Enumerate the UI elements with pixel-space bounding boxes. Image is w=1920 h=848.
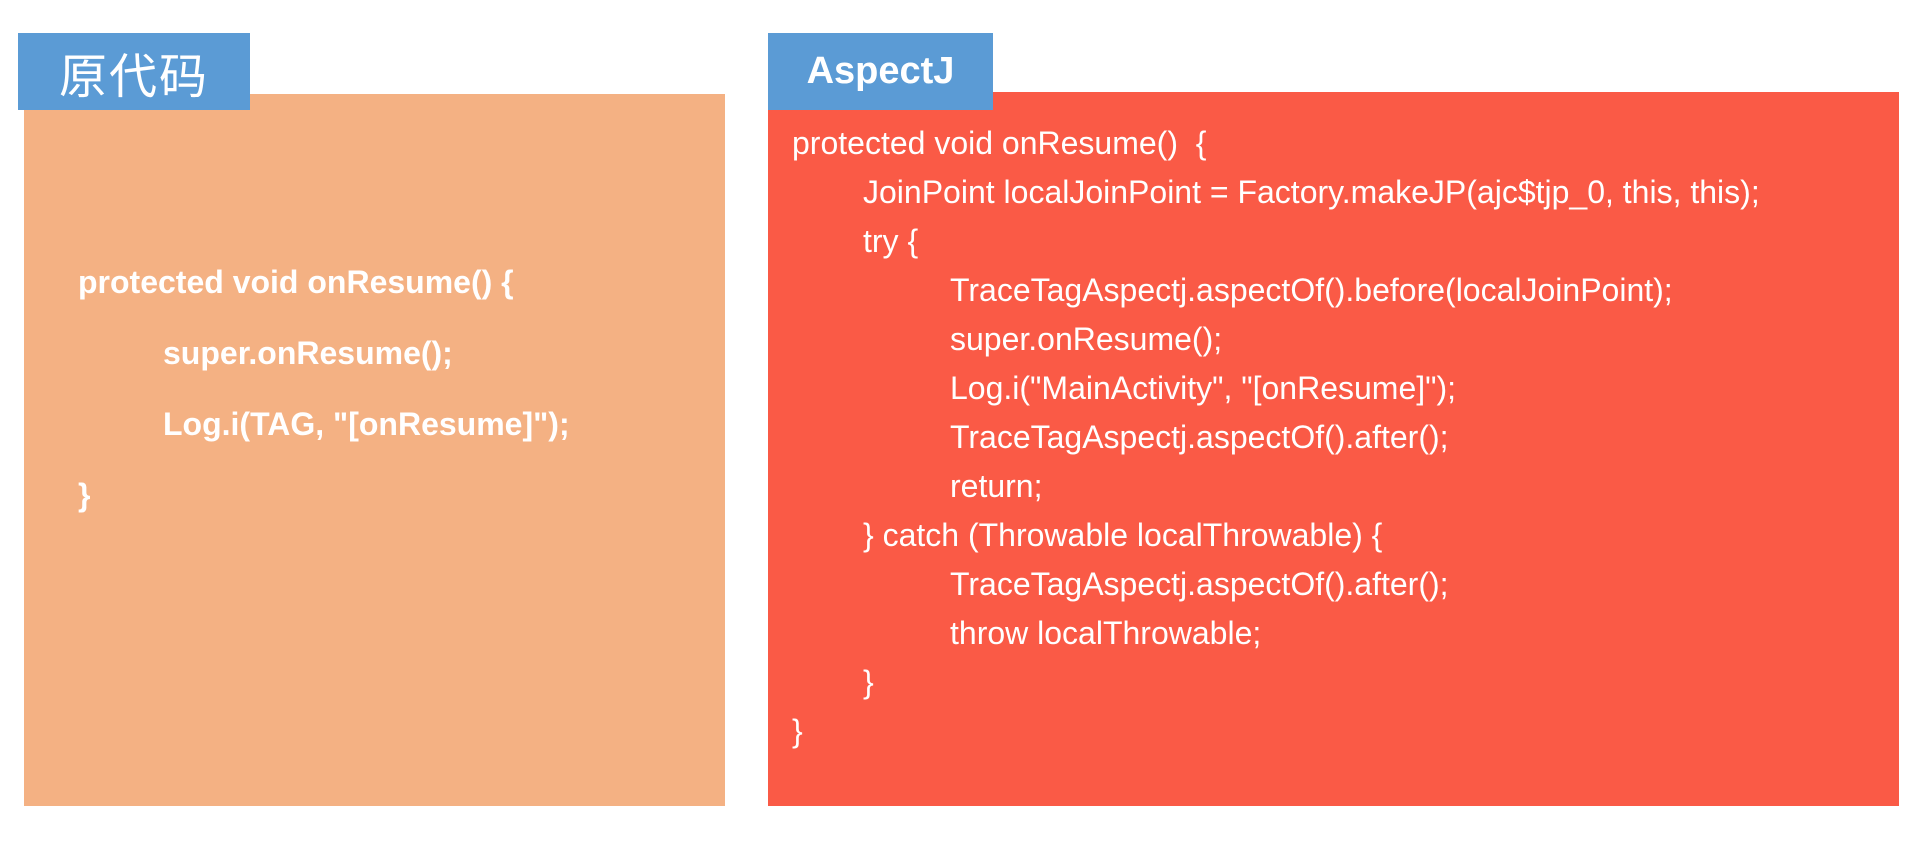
aspectj-code-line: TraceTagAspectj.aspectOf().after();: [950, 566, 1449, 602]
aspectj-code-block: protected void onResume() { JoinPoint lo…: [792, 119, 1760, 756]
aspectj-tag: AspectJ: [768, 33, 993, 110]
aspectj-code-line: TraceTagAspectj.aspectOf().before(localJ…: [950, 272, 1673, 308]
source-code-block: protected void onResume() { super.onResu…: [78, 247, 570, 531]
aspectj-code-line: super.onResume();: [950, 321, 1223, 357]
aspectj-code-line: throw localThrowable;: [950, 615, 1262, 651]
aspectj-code-line: Log.i("MainActivity", "[onResume]");: [950, 370, 1457, 406]
aspectj-code-line: }: [863, 664, 874, 700]
aspectj-code-line: TraceTagAspectj.aspectOf().after();: [950, 419, 1449, 455]
source-code-line: super.onResume();: [163, 335, 453, 371]
source-code-line: protected void onResume() {: [78, 264, 514, 300]
aspectj-tag-label: AspectJ: [806, 50, 955, 92]
source-code-line: Log.i(TAG, "[onResume]");: [163, 406, 570, 442]
source-code-line: }: [78, 477, 91, 513]
source-code-tag: 原代码: [18, 33, 250, 110]
aspectj-code-line: try {: [863, 223, 919, 259]
aspectj-code-line: } catch (Throwable localThrowable) {: [863, 517, 1383, 553]
aspectj-code-panel: [768, 92, 1899, 806]
aspectj-code-line: return;: [950, 468, 1043, 504]
aspectj-code-line: JoinPoint localJoinPoint = Factory.makeJ…: [863, 174, 1760, 210]
aspectj-code-line: }: [792, 713, 803, 749]
source-code-tag-label: 原代码: [58, 50, 209, 104]
aspectj-code-line: protected void onResume() {: [792, 125, 1207, 161]
source-code-panel: [24, 94, 725, 806]
